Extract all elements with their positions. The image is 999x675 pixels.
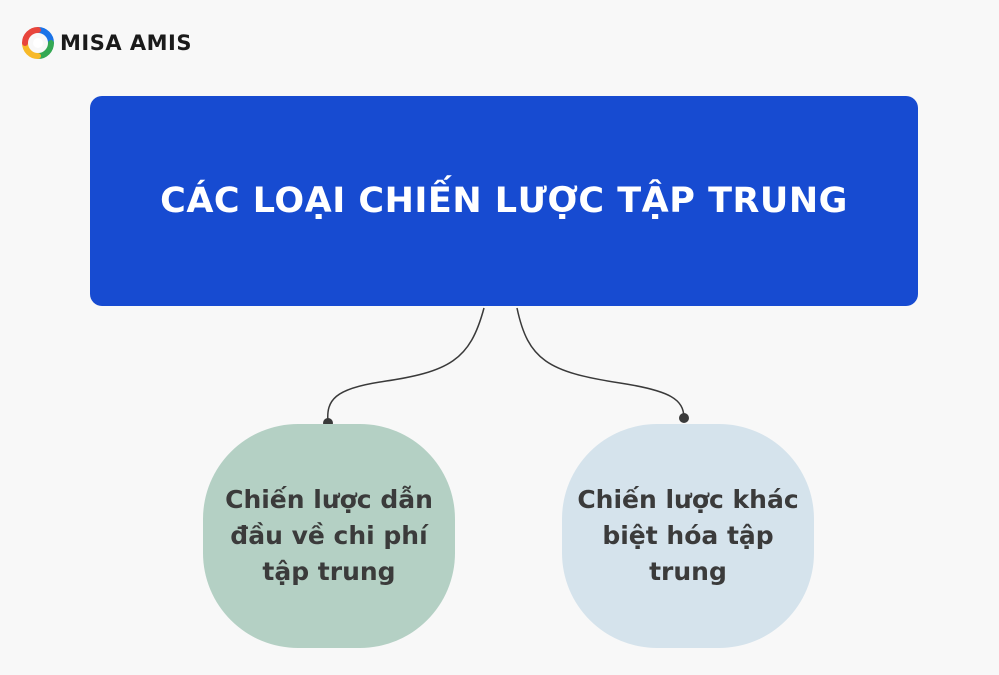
connector-right [516, 307, 685, 418]
node-differentiation: Chiến lược khác biệt hóa tập trung [562, 424, 814, 648]
title-box: CÁC LOẠI CHIẾN LƯỢC TẬP TRUNG [90, 96, 918, 306]
node-differentiation-label: Chiến lược khác biệt hóa tập trung [577, 485, 799, 586]
node-cost-leadership: Chiến lược dẫn đầu về chi phí tập trung [203, 424, 455, 648]
misa-amis-logo-icon [22, 27, 54, 59]
connector-right-dot [679, 413, 689, 423]
connector-left [327, 307, 485, 423]
diagram-title: CÁC LOẠI CHIẾN LƯỢC TẬP TRUNG [160, 181, 848, 221]
node-cost-leadership-label: Chiến lược dẫn đầu về chi phí tập trung [225, 485, 433, 586]
logo: MISA AMIS [22, 27, 192, 59]
logo-text: MISA AMIS [60, 31, 192, 55]
